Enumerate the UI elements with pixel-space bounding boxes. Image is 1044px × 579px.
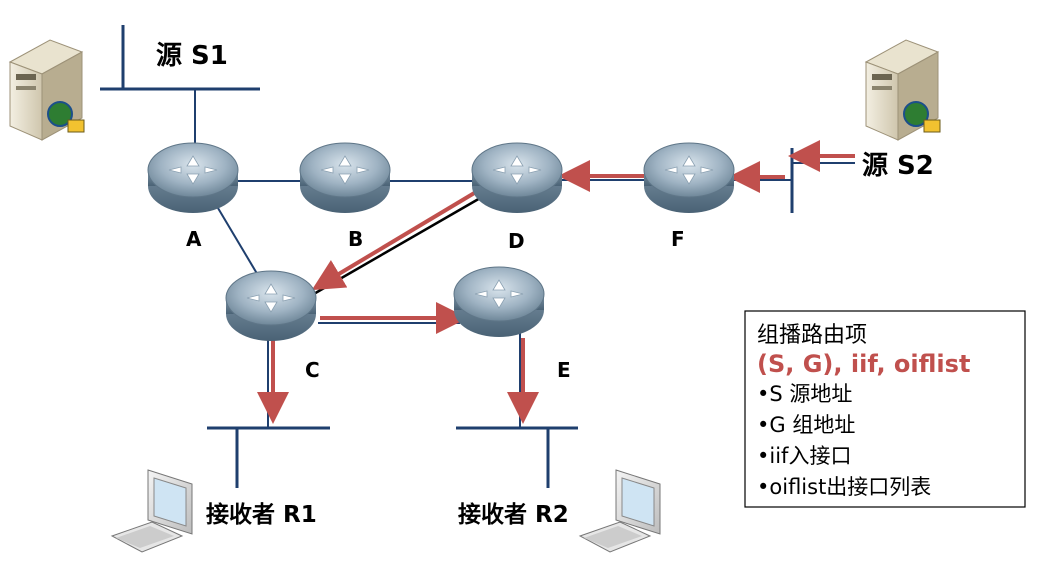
- multicast-flow: [257, 140, 855, 424]
- router-e: [453, 266, 545, 337]
- receiver-r2-label: 接收者 R2: [458, 501, 569, 528]
- legend-item-group: •G 组地址: [757, 413, 855, 437]
- legend-title: 组播路由项: [757, 323, 867, 348]
- router-label-e: E: [557, 358, 571, 382]
- network-links: [100, 25, 855, 488]
- flow-d-to-c: [311, 190, 478, 291]
- source-s2-label: 源 S2: [862, 151, 934, 181]
- router-label-b: B: [348, 227, 363, 251]
- server-icon: [864, 39, 941, 141]
- router-c: [225, 270, 317, 341]
- router-b: [299, 142, 391, 213]
- router-f: [643, 142, 735, 213]
- router-a: [147, 142, 239, 213]
- pc-icon: [110, 469, 193, 553]
- legend-box: 组播路由项 (S, G), iif, oiflist •S 源地址 •G 组地址…: [744, 310, 1026, 508]
- legend-item-oiflist: •oiflist出接口列表: [757, 475, 931, 499]
- receiver-r1-label: 接收者 R1: [206, 501, 317, 528]
- pc-icon: [578, 469, 661, 553]
- router-label-a: A: [186, 227, 202, 251]
- link-a-c: [211, 197, 263, 283]
- router-d: [471, 142, 563, 213]
- legend-item-iif: •iif入接口: [757, 444, 851, 468]
- router-arrows-icon: [664, 155, 714, 185]
- router-arrows-icon: [492, 155, 542, 185]
- router-label-c: C: [305, 358, 320, 382]
- router-label-d: D: [508, 229, 525, 253]
- server-icon: [8, 39, 85, 141]
- router-arrows-icon: [246, 283, 296, 313]
- router-arrows-icon: [168, 155, 218, 185]
- legend-tuple: (S, G), iif, oiflist: [757, 350, 970, 378]
- router-arrows-icon: [474, 279, 524, 309]
- legend-item-source: •S 源地址: [757, 382, 852, 406]
- router-arrows-icon: [320, 155, 370, 185]
- source-s1-label: 源 S1: [156, 41, 228, 71]
- router-label-f: F: [671, 227, 685, 251]
